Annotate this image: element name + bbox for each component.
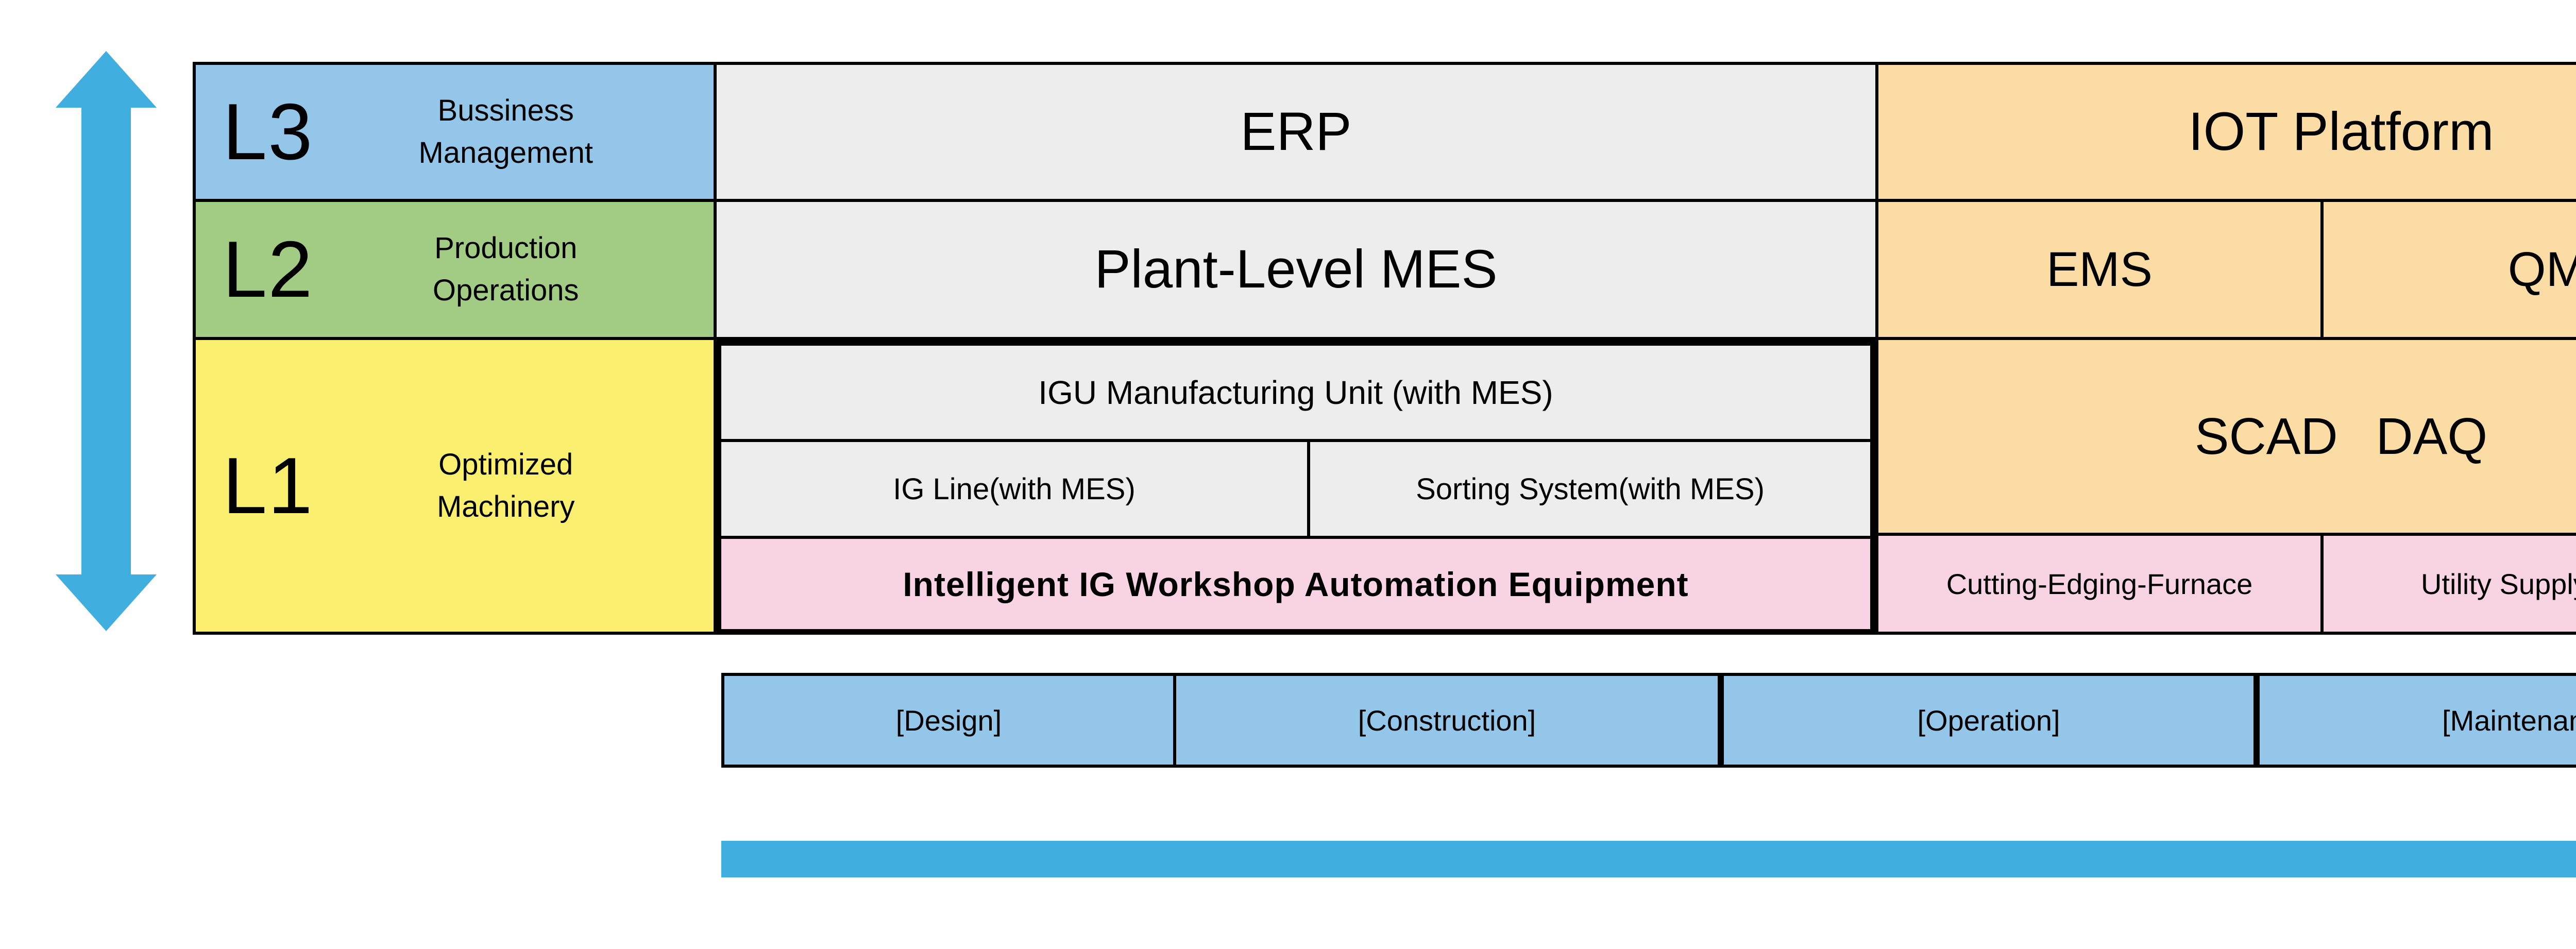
lifecycle-phase-maintenance: [Maintenance] <box>2260 676 2576 765</box>
lifecycle-row: [Design] [Construction] [Operation] [Mai… <box>721 673 2576 768</box>
l1-workshop-block: IGU Manufacturing Unit (with MES) IG Lin… <box>716 338 1876 635</box>
level-l1-code: L1 <box>223 441 314 530</box>
lifecycle-phase-construction: [Construction] <box>1176 676 1718 765</box>
cell-ems: EMS <box>1878 202 2320 337</box>
levels-axis-arrow-icon <box>56 51 157 631</box>
level-l2-code: L2 <box>223 225 314 314</box>
cell-plant-mes: Plant-Level MES <box>717 202 1875 337</box>
cell-cutting-edging-furnace: Cutting-Edging-Furnace <box>1878 536 2320 632</box>
cell-iot-platform: IOT Platform <box>1878 65 2576 199</box>
cell-ig-line: IG Line(with MES) <box>721 442 1307 536</box>
cell-erp: ERP <box>717 65 1875 199</box>
cell-utility-supply: Utility Supply Systems <box>2324 536 2576 632</box>
cell-sorting-system: Sorting System(with MES) <box>1310 442 1870 536</box>
cell-workshop-equipment: Intelligent IG Workshop Automation Equip… <box>721 539 1870 629</box>
level-l3-code: L3 <box>223 87 314 176</box>
lifecycle-arrow-icon <box>721 841 2576 877</box>
cell-scada-daq: SCAD DAQ <box>1878 340 2576 533</box>
lifecycle-phase-design: [Design] <box>724 676 1173 765</box>
cell-qms: QMS <box>2324 202 2576 337</box>
lifecycle-phase-operation: [Operation] <box>1724 676 2253 765</box>
cell-igu-unit: IGU Manufacturing Unit (with MES) <box>721 346 1870 439</box>
